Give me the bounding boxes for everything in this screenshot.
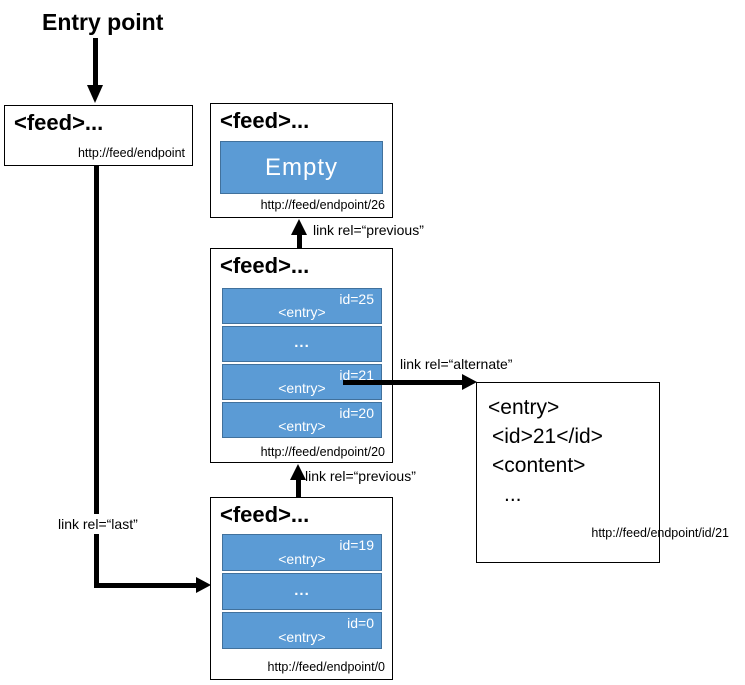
feed-title: <feed>... bbox=[220, 253, 310, 278]
entry-row: id=20 <entry> bbox=[222, 402, 382, 438]
box-feed-0: <feed>... id=19 <entry> ... id=0 <entry>… bbox=[210, 497, 393, 680]
entry-id: id=0 bbox=[347, 615, 374, 631]
empty-feed-body: Empty bbox=[220, 141, 383, 194]
entry-detail-url: http://feed/endpoint/id/21 bbox=[591, 526, 729, 540]
feed-url: http://feed/endpoint bbox=[77, 146, 185, 160]
arrow-entry-line bbox=[93, 38, 98, 85]
entry-row: id=0 <entry> bbox=[222, 612, 382, 649]
entry-id: id=19 bbox=[339, 537, 374, 553]
entry-detail-code: <entry> <id>21</id> <content> ... bbox=[488, 393, 603, 509]
edge-last-horizontal-line bbox=[94, 583, 196, 588]
edge-label-previous-top: link rel=“previous” bbox=[313, 222, 424, 238]
code-line: ... bbox=[504, 483, 522, 506]
entry-row: id=25 <entry> bbox=[222, 288, 382, 324]
entry-list: id=25 <entry> ... id=21 <entry> id=20 <e… bbox=[222, 288, 382, 438]
code-line: <entry> bbox=[488, 396, 560, 419]
entry-row-ellipsis: ... bbox=[222, 573, 382, 610]
box-entry-feed: <feed>... http://feed/endpoint bbox=[4, 105, 193, 166]
feed-url: http://feed/endpoint/0 bbox=[267, 660, 385, 674]
entry-id: id=25 bbox=[339, 291, 374, 307]
entry-id: id=21 bbox=[339, 367, 374, 383]
feed-url: http://feed/endpoint/20 bbox=[260, 445, 385, 459]
edge-label-alternate: link rel=“alternate” bbox=[400, 356, 513, 372]
box-feed-20: <feed>... id=25 <entry> ... id=21 <entry… bbox=[210, 248, 393, 463]
arrow-down-icon bbox=[87, 85, 103, 103]
entry-list: id=19 <entry> ... id=0 <entry> bbox=[222, 534, 382, 649]
edge-previous-bottom-line bbox=[296, 479, 301, 497]
entry-tag: <entry> bbox=[278, 304, 326, 320]
code-line: <content> bbox=[492, 454, 586, 477]
code-line: <id>21</id> bbox=[492, 425, 603, 448]
box-entry-detail: <entry> <id>21</id> <content> ... bbox=[476, 382, 660, 563]
entry-tag: <entry> bbox=[278, 380, 326, 396]
feed-title: <feed>... bbox=[14, 110, 104, 135]
arrow-right-icon bbox=[462, 374, 477, 390]
entry-id: id=20 bbox=[339, 405, 374, 421]
edge-previous-top-line bbox=[297, 234, 302, 248]
entry-tag: <entry> bbox=[278, 629, 326, 645]
edge-alternate-line bbox=[343, 380, 463, 385]
ellipsis: ... bbox=[294, 334, 310, 352]
ellipsis: ... bbox=[294, 581, 310, 599]
arrow-up-icon bbox=[291, 219, 307, 235]
arrow-up-icon bbox=[290, 464, 306, 480]
feed-title: <feed>... bbox=[220, 108, 310, 133]
entry-point-label: Entry point bbox=[42, 9, 164, 35]
edge-last-vertical-line bbox=[94, 166, 99, 586]
entry-row: id=19 <entry> bbox=[222, 534, 382, 571]
box-empty-feed: <feed>... Empty http://feed/endpoint/26 bbox=[210, 103, 393, 218]
feed-url: http://feed/endpoint/26 bbox=[260, 198, 385, 212]
feed-title: <feed>... bbox=[220, 502, 310, 527]
arrow-right-icon bbox=[196, 577, 211, 593]
entry-tag: <entry> bbox=[278, 418, 326, 434]
edge-label-previous-bottom: link rel=“previous” bbox=[305, 468, 416, 484]
edge-label-last: link rel=“last” bbox=[54, 514, 142, 534]
entry-tag: <entry> bbox=[278, 551, 326, 567]
entry-row-ellipsis: ... bbox=[222, 326, 382, 362]
